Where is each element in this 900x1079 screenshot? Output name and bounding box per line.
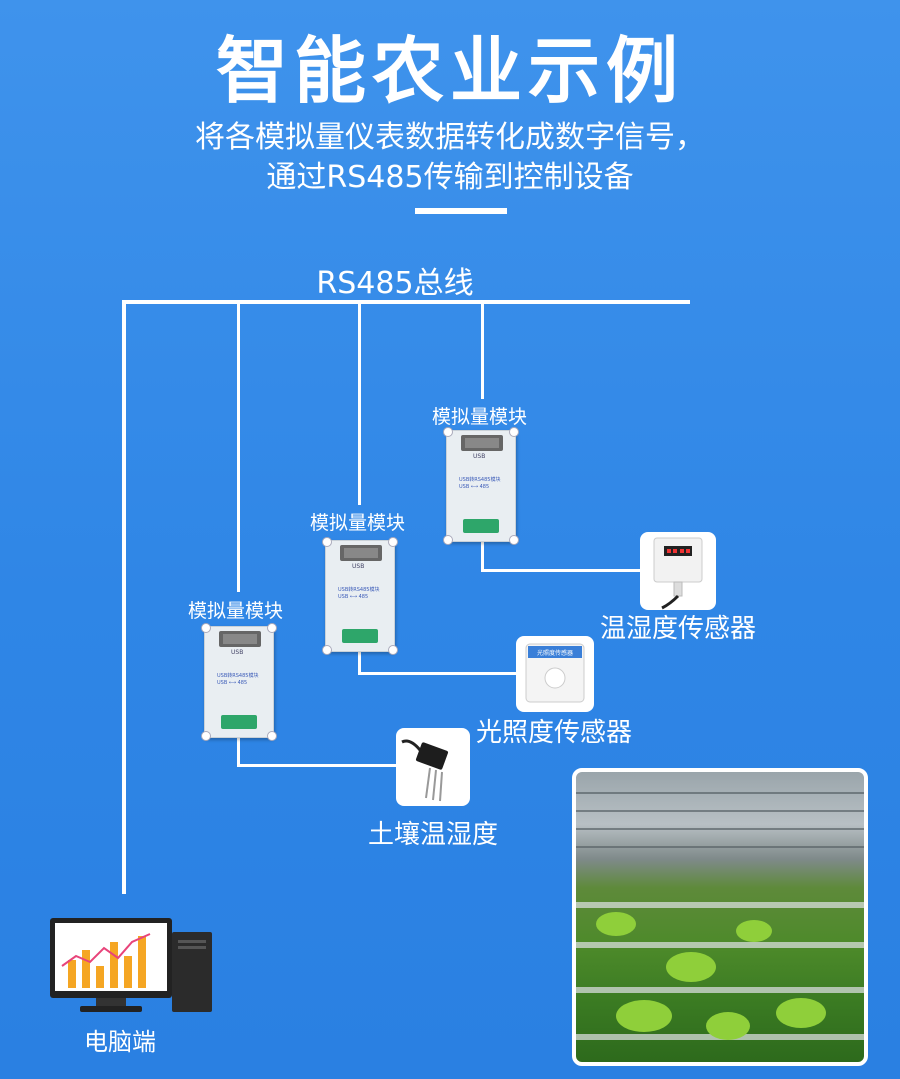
- svg-text:光照度传感器: 光照度传感器: [537, 649, 573, 657]
- module-name-text: USB转RS485模块: [217, 673, 259, 679]
- module-icon: USB USB转RS485模块 USB ⟷ 485: [201, 623, 277, 741]
- module-usb-text: USB: [231, 649, 244, 656]
- module-1-drop-line: [237, 300, 240, 592]
- bus-label: RS485总线: [316, 266, 474, 301]
- module-line2-text: USB ⟷ 485: [459, 484, 490, 490]
- module-name-text: USB转RS485模块: [338, 587, 380, 593]
- module-icon: USB USB转RS485模块 USB ⟷ 485: [322, 537, 398, 655]
- soil-wire-horizontal: [237, 764, 397, 767]
- computer-drop-line: [122, 300, 126, 894]
- page-title: 智能农业示例: [215, 29, 684, 113]
- module-label: 模拟量模块: [310, 512, 406, 534]
- computer-label: 电脑端: [84, 1028, 156, 1056]
- soil-wire-vertical: [237, 735, 240, 767]
- temp-humidity-sensor-label: 温湿度传感器: [600, 614, 757, 644]
- module-name-text: USB转RS485模块: [459, 477, 501, 483]
- soil-sensor-label: 土壤温湿度: [368, 820, 499, 850]
- module-line2-text: USB ⟷ 485: [217, 680, 248, 686]
- module-icon: USB USB转RS485模块 USB ⟷ 485: [443, 427, 519, 545]
- light-wire-horizontal: [358, 672, 520, 675]
- module-3-drop-line: [481, 300, 484, 399]
- module-2-drop-line: [358, 300, 361, 505]
- temp-wire-vertical: [481, 540, 484, 572]
- greenhouse-photo: [572, 768, 868, 1066]
- light-sensor-label: 光照度传感器: [476, 718, 633, 748]
- light-wire-vertical: [358, 645, 361, 675]
- module-line2-text: USB ⟷ 485: [338, 594, 369, 600]
- module-usb-text: USB: [352, 563, 365, 570]
- temp-humidity-sensor-icon: [640, 532, 716, 610]
- light-sensor-icon: 光照度传感器: [516, 636, 594, 712]
- computer-icon: [46, 916, 218, 1016]
- module-label: 模拟量模块: [432, 406, 528, 428]
- temp-wire-horizontal: [481, 569, 641, 572]
- subtitle-line-2: 通过RS485传输到控制设备: [266, 160, 634, 195]
- module-label: 模拟量模块: [188, 600, 284, 622]
- subtitle-line-1: 将各模拟量仪表数据转化成数字信号，: [195, 120, 705, 155]
- soil-probe-icon: [396, 728, 470, 806]
- bus-line: [122, 300, 690, 304]
- title-divider: [415, 208, 507, 214]
- module-usb-text: USB: [473, 453, 486, 460]
